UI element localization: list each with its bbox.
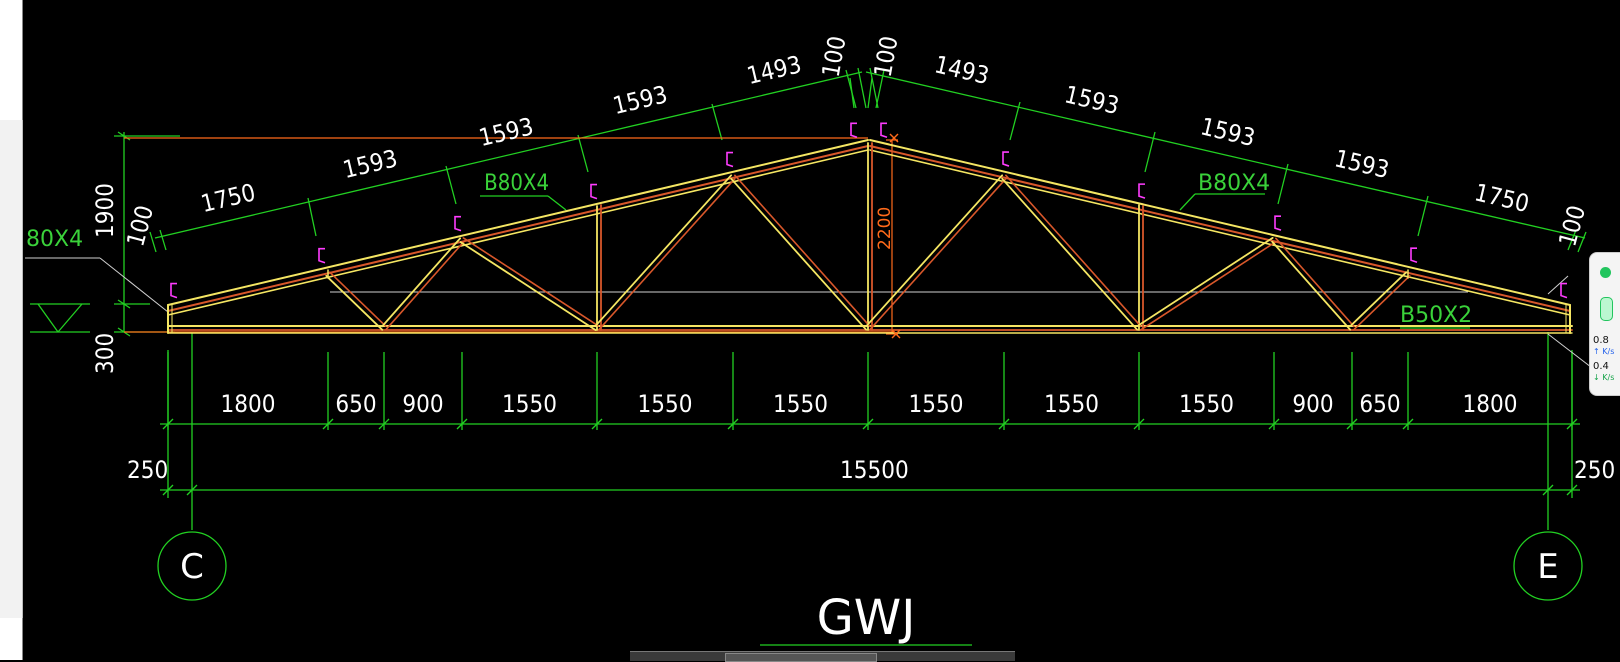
network-speed-widget[interactable]: 0.8 ↑ K/s 0.4 ↓ K/s — [1589, 252, 1620, 396]
left-panel-edge — [0, 120, 23, 618]
vertical-members — [596, 142, 1144, 331]
status-dot-icon — [1600, 267, 1611, 278]
memory-bar-icon — [1600, 297, 1613, 321]
bottom-dim-12: 1800 — [1463, 390, 1518, 418]
center-height-dim: 2200 — [875, 207, 895, 250]
slope-dim-right-3: 1593 — [1062, 80, 1122, 120]
bottom-dim-11: 650 — [1359, 390, 1400, 418]
upload-speed-value: 0.8 — [1593, 335, 1609, 346]
bottom-dim-1: 1800 — [221, 390, 276, 418]
top-chord-right — [869, 139, 1571, 316]
slope-dim-left-5: 1593 — [610, 80, 670, 120]
slope-dim-right-6: 1750 — [1472, 178, 1532, 218]
axis-label-left: C — [180, 547, 204, 587]
truss-members — [167, 139, 1573, 334]
slope-dim-left-6: 1493 — [744, 50, 804, 90]
bottom-dim-7: 1550 — [909, 390, 964, 418]
diagonal-members — [325, 174, 1411, 331]
top-chord-left — [167, 139, 869, 316]
bottom-dim-9: 1550 — [1179, 390, 1234, 418]
bottom-dim-6: 1550 — [773, 390, 828, 418]
bottom-dim-5: 1550 — [638, 390, 693, 418]
slope-dim-right-2: 1493 — [932, 50, 992, 90]
label-top-chord-right: B80X4 — [1198, 171, 1270, 196]
slope-dim-right-5: 1593 — [1332, 144, 1392, 184]
rise-dimension: 1900 — [91, 183, 119, 238]
download-speed-unit: ↓ K/s — [1593, 373, 1615, 382]
upload-speed-unit: ↑ K/s — [1593, 347, 1615, 356]
bottom-dim-2: 650 — [335, 390, 376, 418]
label-top-chord-left: B80X4 — [484, 170, 549, 195]
slope-dim-right-7: 100 — [1553, 202, 1591, 249]
bottom-dimension-texts: 1800 650 900 1550 1550 1550 1550 1550 1550 900 650… — [221, 390, 1518, 418]
bottom-dim-4: 1550 — [502, 390, 557, 418]
drawing-title: GWJ — [817, 590, 916, 646]
left-panel-strip — [0, 0, 23, 660]
slope-dim-right-1: 100 — [869, 34, 904, 79]
apex-marker — [889, 133, 901, 339]
leader-lines — [25, 257, 1601, 375]
download-speed-value: 0.4 — [1593, 361, 1609, 372]
slope-dim-left-4: 1593 — [476, 112, 536, 152]
scrollbar-thumb[interactable] — [725, 653, 877, 662]
right-overhang-dim: 250 — [1574, 456, 1615, 484]
slope-dim-left-3: 1593 — [340, 144, 400, 184]
slope-dim-left-2: 1750 — [198, 178, 258, 218]
span-dimension: 15500 — [840, 456, 909, 484]
slope-dim-right-4: 1593 — [1198, 112, 1258, 152]
bottom-dimension-ticks — [162, 352, 1578, 496]
purlin-markers — [170, 122, 1568, 299]
label-bottom-chord: B50X2 — [1400, 303, 1472, 328]
axis-label-right: E — [1537, 547, 1558, 587]
left-overhang-dim: 250 — [127, 456, 168, 484]
dimension-lines — [30, 67, 1587, 646]
bottom-dim-10: 900 — [1292, 390, 1333, 418]
bottom-dim-8: 1550 — [1044, 390, 1099, 418]
label-top-chord-edge: 80X4 — [26, 227, 83, 252]
bottom-dim-3: 900 — [402, 390, 443, 418]
base-dimension: 300 — [91, 333, 119, 374]
